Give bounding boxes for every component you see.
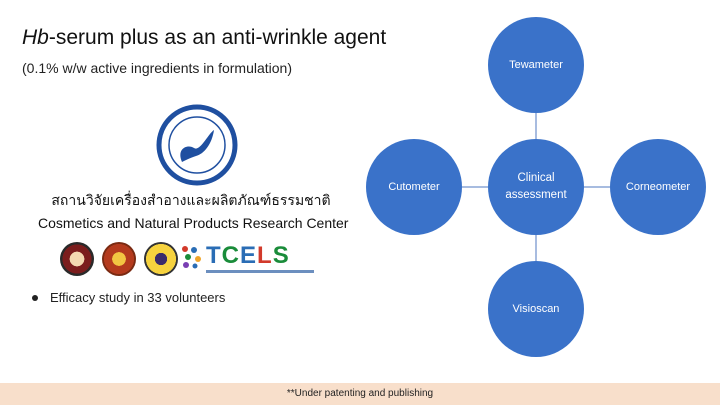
institute-seal-icon xyxy=(144,242,178,276)
title-italic-part: Hb xyxy=(22,26,49,49)
node-tewameter: Tewameter xyxy=(488,17,584,113)
node-visioscan: Visioscan xyxy=(488,261,584,357)
title-main-part: -serum plus as an anti-wrinkle agent xyxy=(48,26,387,49)
research-center-thai-name: สถานวิจัยเครื่องสำอางและผลิตภัณฑ์ธรรมชาต… xyxy=(51,192,331,208)
research-center-english-name: Cosmetics and Natural Products Research … xyxy=(38,215,349,231)
bullet-item: Efficacy study in 33 volunteers xyxy=(32,290,225,305)
node-cutometer: Cutometer xyxy=(366,139,462,235)
tcels-subtitle-line xyxy=(206,270,314,273)
diagram-connectors xyxy=(462,113,610,261)
partner-logos: TCELS xyxy=(60,240,320,280)
footer-note: **Under patenting and publishing xyxy=(0,383,720,405)
slide-subtitle: (0.1% w/w active ingredients in formulat… xyxy=(22,60,293,76)
tcels-logo: TCELS xyxy=(206,242,290,269)
research-center-emblem-icon xyxy=(156,104,238,186)
bullet-dot-icon xyxy=(32,294,38,301)
clinical-assessment-diagram: Tewameter Cutometer Clinical assessment C… xyxy=(360,15,720,360)
center-line-2: assessment xyxy=(505,189,567,201)
faculty-seal-icon xyxy=(102,242,136,276)
node-corneometer: Corneometer xyxy=(610,139,706,235)
university-seal-icon xyxy=(60,242,94,276)
node-clinical-assessment: Clinical assessment xyxy=(488,139,584,235)
slide-title: Hb-serum plus as an anti-wrinkle agent xyxy=(22,26,386,50)
tcels-dots-icon xyxy=(182,246,201,269)
center-line-1: Clinical xyxy=(517,171,555,184)
bullet-text: Efficacy study in 33 volunteers xyxy=(50,290,226,305)
